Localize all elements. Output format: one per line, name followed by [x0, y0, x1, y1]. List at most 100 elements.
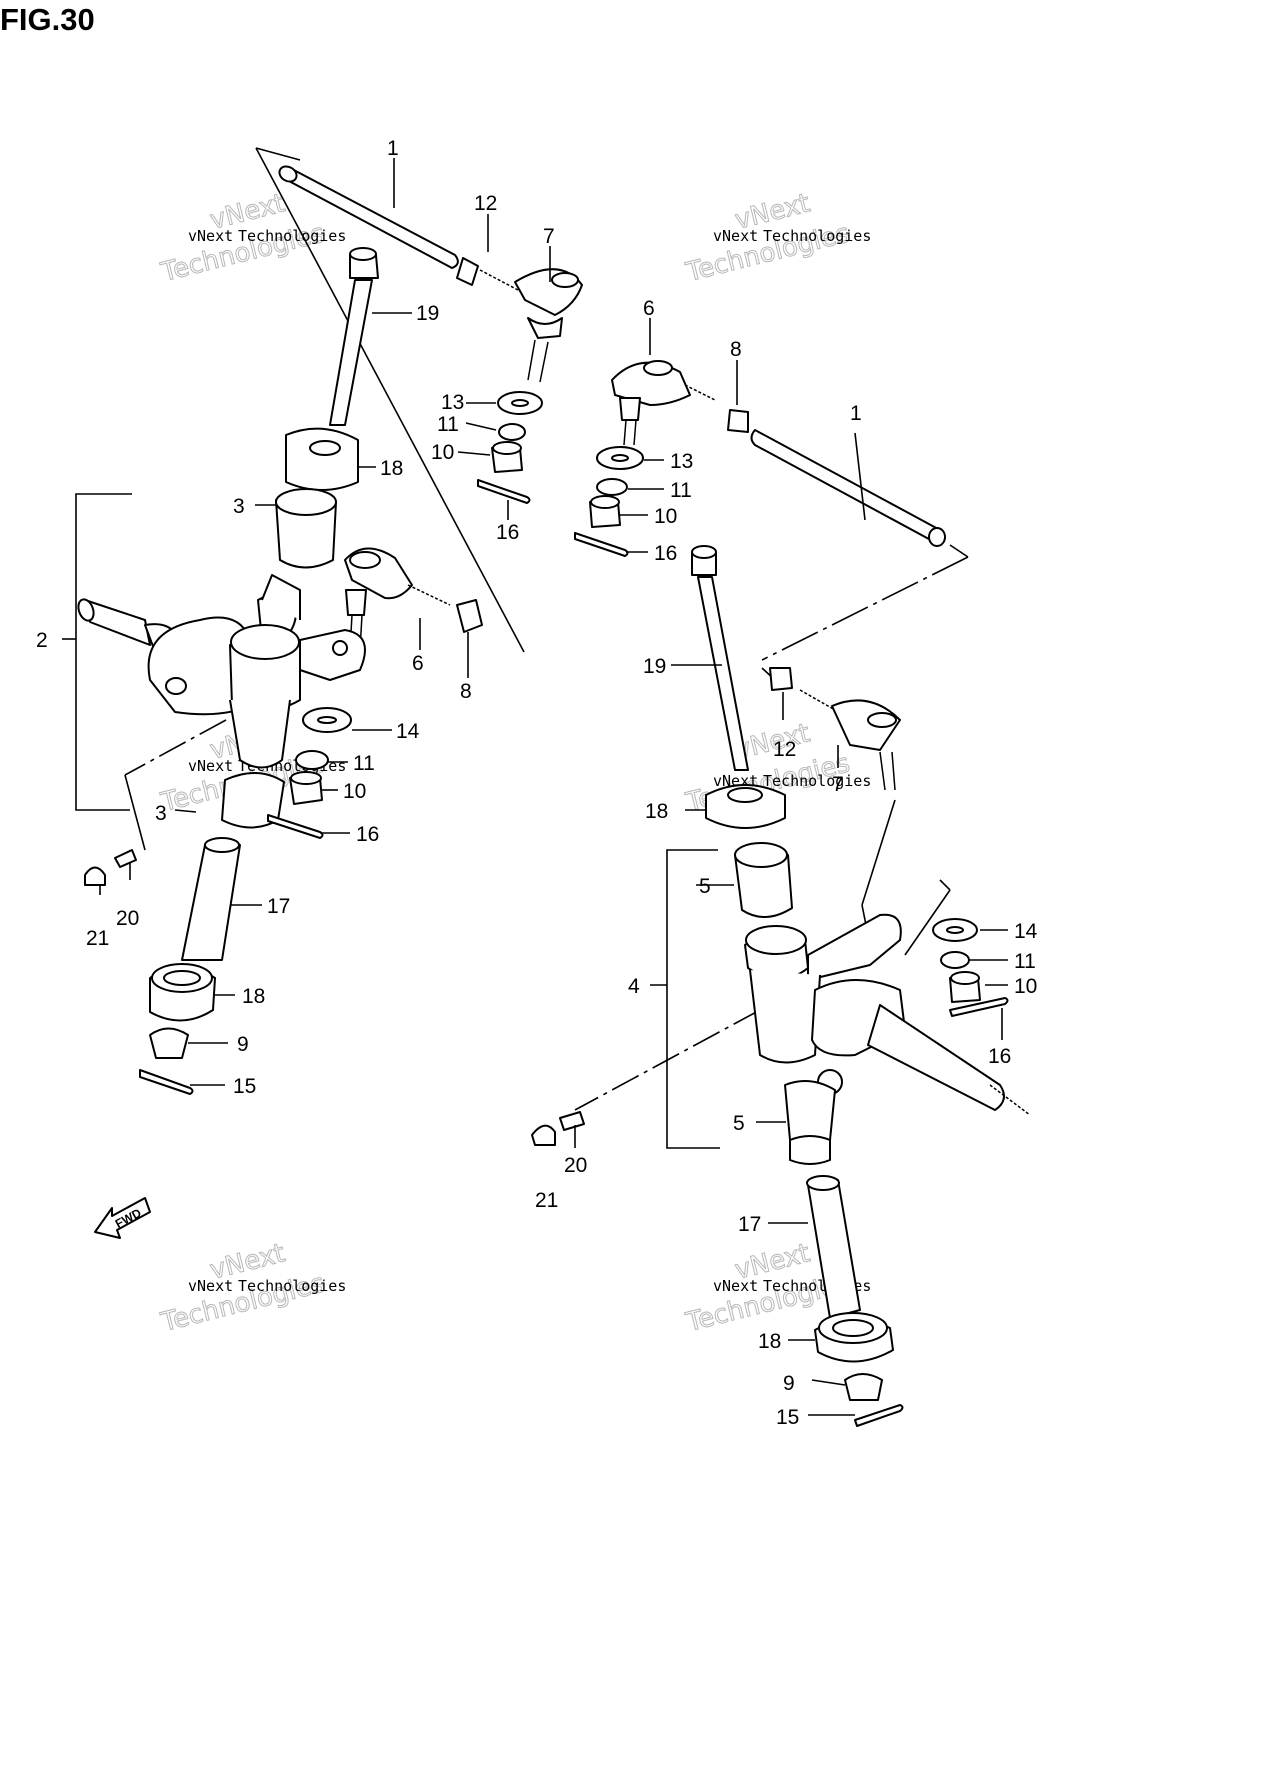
callout-5b: 5 — [733, 1112, 745, 1135]
king-pin-17-left — [181, 837, 241, 961]
svg-text:Technologies: Technologies — [238, 1277, 346, 1295]
callout-9: 9 — [237, 1033, 249, 1056]
nut-10-upper-left — [491, 441, 523, 473]
tie-rod-end-6-right — [611, 360, 716, 446]
washer-13-right — [596, 446, 644, 470]
callout-10b: 10 — [343, 780, 366, 803]
watermark-bottom-left: vNext Technologies vNext Technologies — [157, 1238, 346, 1339]
callout-11b: 11 — [353, 752, 375, 775]
cotter-pin-15-left — [139, 1069, 194, 1095]
washer-14-right — [932, 918, 978, 942]
svg-text:Technologies: Technologies — [763, 772, 871, 790]
callout-19: 19 — [416, 302, 439, 325]
callout-8b: 8 — [460, 680, 472, 703]
callout-10c: 10 — [654, 505, 677, 528]
callout-15b: 15 — [776, 1406, 799, 1429]
bushing-3-upper-left — [275, 488, 337, 569]
bushing-18-upper-left — [285, 427, 359, 491]
callout-4: 4 — [628, 975, 640, 998]
nut-10-left — [289, 771, 323, 805]
callout-3: 3 — [233, 495, 245, 518]
callout-6b: 6 — [412, 652, 424, 675]
nut-9-right — [844, 1373, 883, 1401]
callout-7b: 7 — [832, 773, 844, 796]
steering-knuckle-right — [744, 913, 1031, 1165]
washer-11-left — [295, 750, 329, 770]
bushing-18-lower-right — [814, 1312, 894, 1363]
callout-18b: 18 — [242, 985, 265, 1008]
callout-2: 2 — [36, 629, 48, 652]
tie-rod-upper-left — [278, 165, 459, 269]
cotter-pin-16-left — [267, 814, 324, 839]
callout-16: 16 — [496, 521, 519, 544]
callout-14b: 14 — [1014, 920, 1038, 943]
bushing-5-upper-right — [734, 842, 793, 918]
svg-text:vNext: vNext — [188, 227, 233, 245]
callout-7: 7 — [543, 225, 555, 248]
callout-5: 5 — [699, 875, 711, 898]
figure-title: FIG.30 — [0, 2, 95, 37]
king-pin-17-right — [806, 1175, 861, 1319]
assembly-lines — [75, 147, 969, 1149]
cap-21-right — [531, 1124, 556, 1146]
callout-12b: 12 — [773, 738, 796, 761]
callout-20b: 20 — [564, 1154, 587, 1177]
callout-17b: 17 — [738, 1213, 761, 1236]
leader-lines — [62, 158, 1008, 1416]
svg-text:Technologies: Technologies — [238, 227, 346, 245]
tie-rod-upper-right — [750, 429, 946, 547]
callout-21: 21 — [86, 927, 109, 950]
cotter-pin-15-right — [854, 1404, 904, 1427]
callout-11c: 11 — [670, 479, 692, 502]
callout-12: 12 — [474, 192, 497, 215]
callout-labels: 1 12 7 19 6 8 13 11 10 16 18 3 2 6 8 14 … — [36, 137, 1038, 1429]
tie-rod-end-7-right — [799, 689, 901, 791]
grease-nipple-20-left — [114, 849, 137, 868]
svg-text:Technologies: Technologies — [763, 227, 871, 245]
callout-1b: 1 — [850, 402, 862, 425]
callout-14: 14 — [396, 720, 420, 743]
callout-13b: 13 — [670, 450, 693, 473]
grease-nipple-20-right — [559, 1111, 585, 1131]
callout-16d: 16 — [988, 1045, 1011, 1068]
bushing-18-upper-right — [705, 784, 786, 829]
watermark-top-right: vNext Technologies vNext Technologies — [682, 188, 871, 289]
callout-3b: 3 — [155, 802, 167, 825]
washer-11-right — [596, 478, 628, 496]
nut-9-left — [149, 1027, 189, 1059]
callout-16b: 16 — [356, 823, 379, 846]
tie-rod-end-6-left — [344, 547, 451, 651]
callout-18c: 18 — [645, 800, 668, 823]
nut-8-left — [456, 599, 483, 633]
svg-text:vNext: vNext — [713, 227, 758, 245]
svg-text:vNext: vNext — [713, 1277, 758, 1295]
callout-6: 6 — [643, 297, 655, 320]
callout-8: 8 — [730, 338, 742, 361]
svg-text:vNext: vNext — [188, 1277, 233, 1295]
washer-13-upper-left — [497, 391, 543, 415]
bushing-18-lower-left — [149, 963, 216, 1022]
washer-11-upper-left — [498, 423, 526, 441]
callout-16c: 16 — [654, 542, 677, 565]
callout-11: 11 — [437, 413, 459, 436]
tie-rod-end-upper-left — [479, 268, 583, 383]
cotter-pin-16-right — [574, 532, 629, 557]
callout-21b: 21 — [535, 1189, 558, 1212]
cotter-pin-16-upper-left — [477, 479, 531, 504]
bolt-right — [691, 545, 749, 771]
cotter-pin-16-right-lower — [949, 997, 1009, 1017]
callout-18d: 18 — [758, 1330, 781, 1353]
bolt-upper-left — [329, 247, 379, 426]
washer-14-left — [302, 707, 352, 733]
nut-12-right — [769, 667, 793, 691]
nut-10-right — [589, 495, 621, 528]
svg-text:vNext: vNext — [188, 757, 233, 775]
steering-knuckle-left — [77, 574, 366, 829]
fwd-arrow-icon: FWD — [94, 1197, 151, 1239]
callout-1: 1 — [387, 137, 399, 160]
lock-nut-8-right — [727, 409, 749, 433]
washer-11-right-lower — [940, 951, 970, 969]
callout-9b: 9 — [783, 1372, 795, 1395]
callout-10d: 10 — [1014, 975, 1037, 998]
